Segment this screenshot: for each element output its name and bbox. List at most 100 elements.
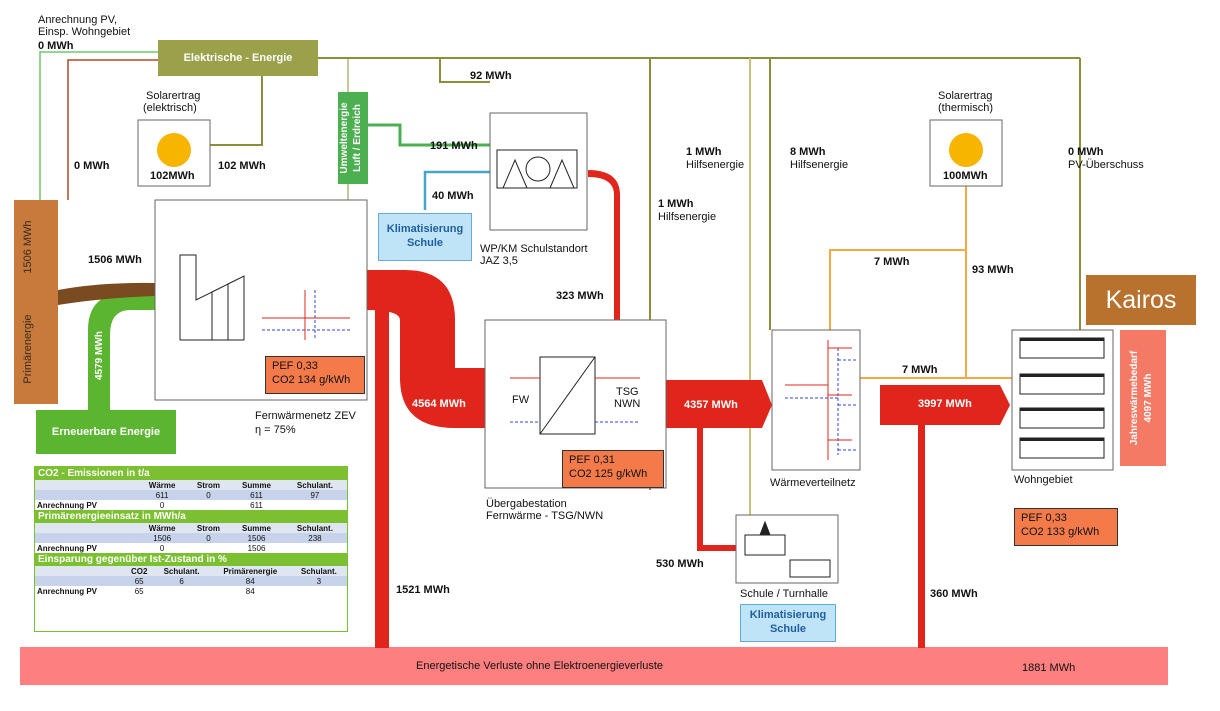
sh4: Schulant. — [290, 566, 347, 576]
ue-co2: CO2 125 g/kWh — [569, 468, 648, 480]
exchanger-arrows — [510, 377, 640, 423]
cooling-school-badge-top: Klimatisierung Schule — [378, 213, 472, 261]
pv-value: 0 MWh — [1068, 146, 1104, 158]
flow-4564: 4564 MWh — [412, 398, 466, 410]
electric-energy-box: Elektrische - Energie — [158, 40, 318, 76]
heat-pump-box — [489, 112, 588, 231]
pv-feed-line — [39, 51, 158, 200]
annual-demand-value: 4097 MWh — [1143, 373, 1154, 423]
p4: 238 — [282, 533, 347, 543]
wp-title: WP/KM Schulstandort — [480, 243, 588, 255]
sp4 — [290, 586, 347, 596]
sp3: 84 — [209, 586, 291, 596]
sh0 — [35, 566, 125, 576]
school-label: Schule / Turnhalle — [740, 588, 829, 600]
p0 — [35, 533, 138, 543]
s2: 6 — [153, 576, 210, 586]
c4: 97 — [282, 490, 347, 500]
fw-co2: CO2 134 g/kWh — [272, 374, 351, 386]
c2: 0 — [186, 490, 231, 500]
primary-arrow — [58, 282, 155, 305]
kairos-badge: Kairos — [1086, 275, 1196, 325]
s1: 65 — [124, 576, 154, 586]
distribution-box — [771, 329, 861, 471]
residential-label: Wohngebiet — [1014, 474, 1073, 486]
ue-name1: Übergabestation — [486, 498, 567, 510]
s4: 3 — [290, 576, 347, 586]
cp1: 0 — [137, 500, 187, 510]
pp4 — [282, 543, 347, 553]
solar-el-flow: 102 MWh — [218, 160, 266, 172]
cp0: Anrechnung PV — [35, 500, 138, 510]
flow-7a: 7 MWh — [874, 256, 910, 268]
flow-1521: 1521 MWh — [396, 584, 450, 596]
h2: Strom — [186, 480, 231, 490]
pe-table: Wärme Strom Summe Schulant. 1506 0 1506 … — [35, 523, 347, 553]
hilfs2-text: Hilfsenergie — [658, 211, 717, 223]
primary-energy-value: 1506 MWh — [22, 220, 34, 274]
wg-pef: PEF 0,33 — [1021, 512, 1067, 524]
sp-title: Einsparung gegenüber Ist-Zustand in % — [35, 553, 347, 566]
primary-energy-text: Primärenergie — [22, 314, 34, 384]
losses-bar — [20, 647, 1168, 685]
cooling-line1: Klimatisierung — [386, 223, 464, 235]
wg-co2: CO2 133 g/kWh — [1021, 526, 1100, 538]
fw-side-label: FW — [512, 394, 530, 406]
cooling-line — [423, 170, 490, 210]
wp-jaz: JAZ 3,5 — [480, 255, 518, 267]
anrechnung-value: 0 MWh — [38, 40, 74, 52]
primary-energy-box — [14, 200, 58, 404]
co2-title: CO2 - Emissionen in t/a — [35, 467, 347, 480]
flow-1506: 1506 MWh — [88, 254, 142, 266]
solar-th-value: 100MWh — [943, 170, 988, 182]
pp2 — [186, 543, 231, 553]
flow-4357: 4357 MWh — [684, 399, 738, 411]
ue-pef-box: PEF 0,31 CO2 125 g/kWh — [562, 450, 664, 488]
ph2: Strom — [186, 523, 231, 533]
flow-40: 40 MWh — [432, 190, 474, 202]
p3: 1506 — [230, 533, 283, 543]
solar-th-subtitle: (thermisch) — [938, 102, 994, 114]
cp4 — [282, 500, 347, 510]
s0 — [35, 576, 125, 586]
losses-label: Energetische Verluste ohne Elektroenergi… — [416, 660, 664, 672]
p1: 1506 — [137, 533, 187, 543]
flow-4579: 4579 MWh — [94, 320, 108, 380]
ambient-energy-box — [338, 92, 368, 184]
solar-el-sun-icon — [157, 133, 191, 167]
pe-title: Primärenergieeinsatz in MWh/a — [35, 510, 347, 523]
cp2 — [186, 500, 231, 510]
cooling-line2: Schule — [406, 237, 444, 249]
h0 — [35, 480, 138, 490]
ambient-energy-label: Umweltenergie Luft / Erdreich — [338, 92, 368, 184]
flow-3997: 3997 MWh — [918, 398, 972, 410]
ph4: Schulant. — [282, 523, 347, 533]
annual-demand-box — [1120, 330, 1166, 466]
ph0 — [35, 523, 138, 533]
heat-pump-icon — [496, 149, 578, 189]
flow-93: 93 MWh — [972, 264, 1014, 276]
emissions-table: CO2 - Emissionen in t/a Wärme Strom Summ… — [34, 466, 348, 632]
cooling-bottom-line2: Schule — [769, 623, 807, 635]
sp-table: CO2 Schulant. Primärenergie Schulant. 65… — [35, 566, 347, 596]
cooling-bottom-line1: Klimatisierung — [749, 609, 827, 621]
renewable-energy-box: Erneuerbare Energie — [36, 410, 176, 454]
ambient-line1: Umweltenergie — [339, 102, 350, 174]
flow-530: 530 MWh — [656, 558, 704, 570]
kairos-label: Kairos — [1105, 286, 1177, 314]
hilfs1-value: 1 MWh — [686, 146, 722, 158]
wg-pef-box: PEF 0,33 CO2 133 g/kWh — [1014, 508, 1118, 546]
anrechnung-pv-label: Anrechnung PV, — [38, 14, 118, 26]
s3: 84 — [209, 576, 291, 586]
primary-return-line — [67, 59, 158, 200]
cp3: 611 — [230, 500, 283, 510]
h1: Wärme — [137, 480, 187, 490]
tsg-label: TSG — [616, 386, 639, 398]
ue-name2: Fernwärme - TSG/NWN — [486, 510, 604, 522]
flow-323: 323 MWh — [556, 290, 604, 302]
cooling-school-badge-bottom: Klimatisierung Schule — [740, 604, 836, 642]
sp2 — [153, 586, 210, 596]
pipe-symbol-icon — [262, 290, 350, 340]
solar-thermal-lines — [829, 185, 1012, 379]
